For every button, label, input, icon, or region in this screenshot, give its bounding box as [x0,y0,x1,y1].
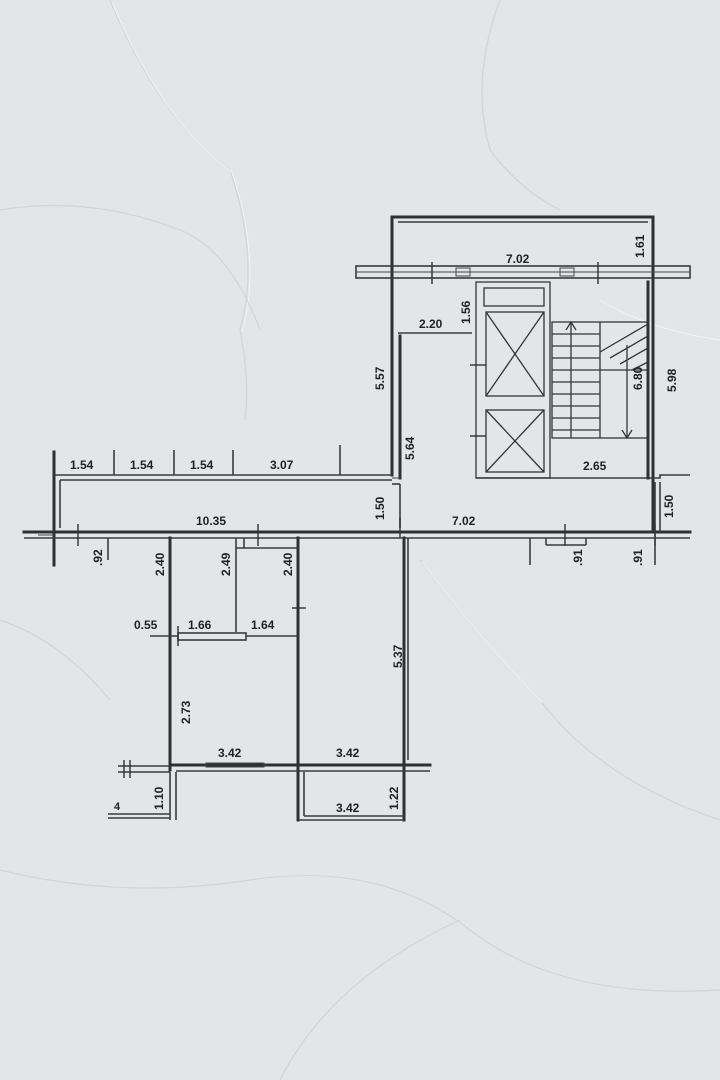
dim-label: 5.64 [403,436,417,460]
dim-label: .91 [571,549,585,566]
dim-label: 1.10 [152,786,166,810]
dim-label: 1.56 [459,300,473,324]
dim-label: 3.42 [218,746,242,760]
dim-label: 1.50 [373,496,387,520]
dim-label: 5.57 [373,366,387,390]
dim-label: 5.37 [391,644,405,668]
dim-label: 1.50 [662,494,676,518]
lower-rooms [108,536,432,822]
dim-label: 2.65 [583,459,607,473]
dim-label: 1.64 [251,618,275,632]
dim-label: 1.54 [70,458,94,472]
dim-label: 1.66 [188,618,212,632]
dim-label: 5.98 [665,368,679,392]
dim-label: 3.42 [336,746,360,760]
storage-row [52,445,401,567]
dim-label: 2.20 [419,317,443,331]
dim-label: 10.35 [196,514,226,528]
staircase [551,320,649,440]
stair-lift-block [355,215,691,532]
dim-label: 7.02 [452,514,476,528]
dim-label: 6.80 [631,366,645,390]
dim-label: 0.55 [134,618,158,632]
dim-label: 1.54 [190,458,214,472]
dim-label: 7.02 [506,252,530,266]
dim-label: 1.22 [387,786,401,810]
lift-car-1 [485,311,545,397]
dim-label: 2.73 [179,700,193,724]
dim-label: 2.49 [219,552,233,576]
dim-label: 3.42 [336,801,360,815]
dim-label: 2.40 [281,552,295,576]
dim-label: 3.07 [270,458,294,472]
dim-label: 1.54 [130,458,154,472]
dim-label: 1.61 [633,234,647,258]
lift-car-2 [485,409,545,473]
dim-label: .92 [91,549,105,566]
dim-label: 2.40 [153,552,167,576]
section-mark: 4 [114,801,121,813]
dimension-labels: 7.02 1.61 1.56 2.20 5.57 5.98 6.80 5.64 … [70,234,679,815]
main-hall-wall [22,482,692,565]
dim-label: .91 [631,549,645,566]
